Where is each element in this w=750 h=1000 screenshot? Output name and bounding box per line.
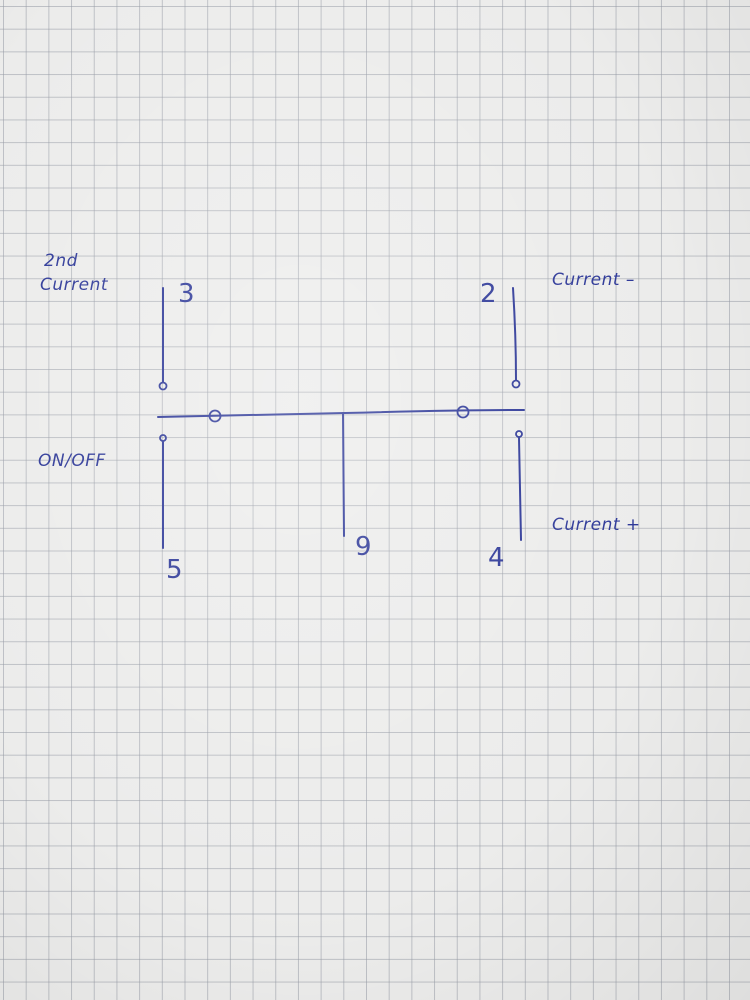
terminal-2-number: 2 — [480, 279, 497, 309]
terminal-4-contact — [515, 430, 523, 438]
second-current-label-line2: Current — [40, 275, 109, 295]
terminal-2-lead — [512, 287, 517, 381]
terminal-5-number: 5 — [166, 555, 183, 585]
right-switch-contact — [456, 405, 470, 419]
terminal-4-lead — [518, 437, 522, 541]
left-switch-contact — [208, 409, 222, 423]
second-current-label-line1: 2nd — [44, 251, 78, 271]
current-plus-label: Current + — [552, 515, 641, 535]
current-minus-label: Current – — [552, 270, 635, 290]
bus-line — [157, 409, 525, 418]
terminal-4-number: 4 — [488, 543, 505, 573]
terminal-9-lead — [342, 412, 345, 537]
terminal-2-contact — [511, 379, 521, 389]
terminal-9-number: 9 — [355, 532, 372, 562]
terminal-3-contact — [158, 381, 168, 391]
terminal-5-contact — [159, 434, 167, 442]
terminal-3-number: 3 — [178, 279, 195, 309]
on-off-label: ON/OFF — [38, 451, 106, 471]
